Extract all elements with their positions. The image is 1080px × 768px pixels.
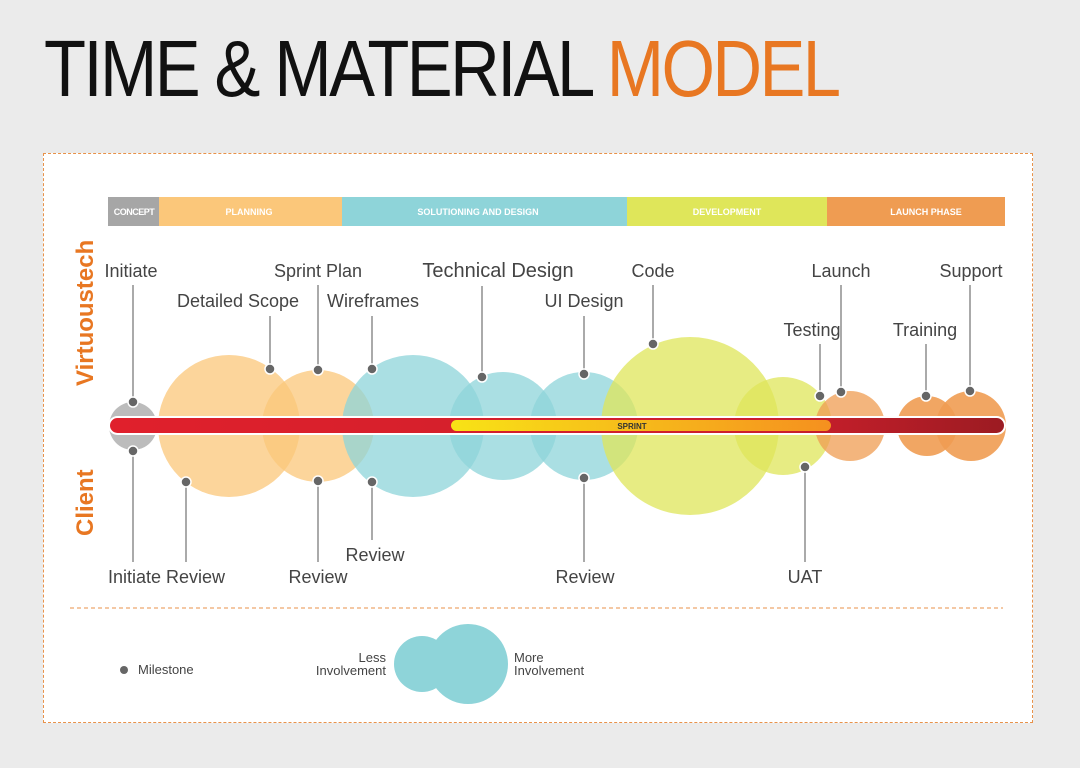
legend-less-line2: Involvement [316, 663, 386, 678]
phase-solutioning [342, 197, 627, 226]
legend-more-circle [428, 624, 508, 704]
legend-milestone-label: Milestone [138, 662, 194, 677]
label-review-1: Review [288, 567, 348, 587]
label-detailed-scope: Detailed Scope [177, 291, 299, 311]
label-support: Support [939, 261, 1002, 281]
milestone-dot [312, 475, 324, 487]
milestone-dot [647, 338, 659, 350]
label-initiate-review: Initiate Review [108, 567, 226, 587]
label-initiate: Initiate [104, 261, 157, 281]
label-review-2: Review [345, 545, 405, 565]
legend-less-line1: Less [359, 650, 387, 665]
milestone-dot [799, 461, 811, 473]
label-ui-design: UI Design [544, 291, 623, 311]
label-review-3: Review [555, 567, 615, 587]
virtuoustech-milestones [132, 285, 971, 402]
phase-concept [108, 197, 159, 226]
phase-bar: CONCEPT PLANNING SOLUTIONING AND DESIGN … [108, 197, 1005, 226]
sprint-label: SPRINT [617, 422, 646, 431]
milestone-dot [127, 396, 139, 408]
virtuoustech-milestone-dots [127, 338, 976, 408]
milestone-dot [476, 371, 488, 383]
legend-more-line1: More [514, 650, 544, 665]
milestone-dot [578, 472, 590, 484]
phase-label-launch: LAUNCH PHASE [890, 207, 962, 217]
label-launch: Launch [811, 261, 870, 281]
label-wireframes: Wireframes [327, 291, 419, 311]
phase-planning [159, 197, 342, 226]
phase-label-planning: PLANNING [226, 207, 273, 217]
label-testing: Testing [783, 320, 840, 340]
label-uat: UAT [788, 567, 823, 587]
legend: Milestone Less Involvement More Involvem… [120, 624, 584, 704]
label-technical-design: Technical Design [422, 260, 573, 282]
milestone-dot [264, 363, 276, 375]
legend-milestone-dot [120, 666, 128, 674]
client-milestone-labels: Initiate Review Review Review Review UAT [108, 545, 822, 587]
milestone-dot [814, 390, 826, 402]
client-milestones [132, 451, 806, 562]
title-accent: MODEL [606, 24, 841, 113]
label-training: Training [893, 320, 957, 340]
milestone-dot [366, 363, 378, 375]
lane-label-virtuoustech: Virtuoustech [72, 240, 99, 386]
virtuoustech-milestone-labels: Initiate Detailed Scope Sprint Plan Wire… [104, 260, 1002, 340]
milestone-dot [920, 390, 932, 402]
label-sprint-plan: Sprint Plan [274, 261, 362, 281]
phase-label-development: DEVELOPMENT [693, 207, 762, 217]
milestone-dot [964, 385, 976, 397]
timeline: SPRINT [108, 416, 1006, 435]
client-milestone-dots [127, 445, 811, 488]
sprint-bar [451, 420, 831, 431]
phase-launch [827, 197, 1005, 226]
title-main: TIME & MATERIAL [44, 24, 593, 113]
milestone-dot [180, 476, 192, 488]
milestone-dot [366, 476, 378, 488]
page-title: TIME & MATERIAL MODEL [44, 24, 841, 113]
lane-label-client: Client [72, 469, 99, 536]
milestone-dot [578, 368, 590, 380]
milestone-dot [127, 445, 139, 457]
phase-label-solutioning: SOLUTIONING AND DESIGN [417, 207, 538, 217]
legend-more-line2: Involvement [514, 663, 584, 678]
phase-development [627, 197, 827, 226]
milestone-dot [835, 386, 847, 398]
phase-label-concept: CONCEPT [114, 207, 156, 217]
label-code: Code [631, 261, 674, 281]
milestone-dot [312, 364, 324, 376]
